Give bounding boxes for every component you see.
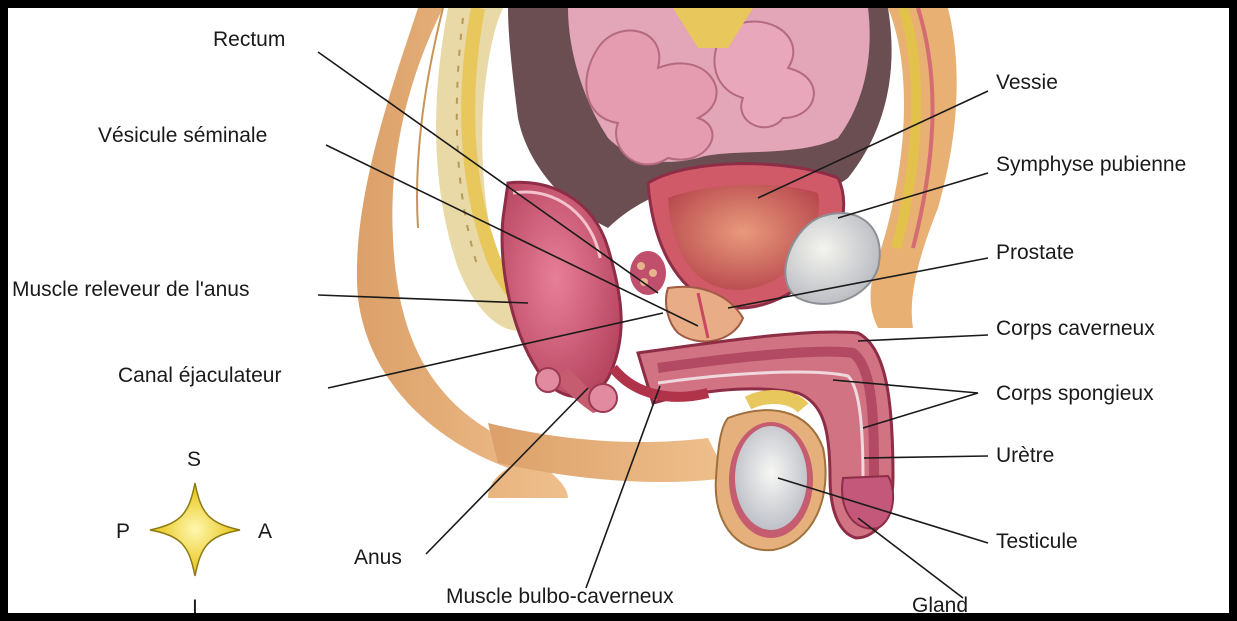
compass-inferior-label: I [192, 596, 198, 613]
label-symphyse: Symphyse pubienne [996, 153, 1186, 177]
label-vessie: Vessie [996, 71, 1058, 95]
label-corps-spongieux: Corps spongieux [996, 382, 1154, 406]
testicle [735, 426, 807, 530]
leader-bulbo [586, 386, 660, 588]
diagram-frame: Rectum Vésicule séminale Muscle releveur… [8, 8, 1229, 613]
label-corps-caverneux: Corps caverneux [996, 317, 1155, 341]
label-gland: Gland [912, 594, 968, 613]
seminal-vesicle [630, 251, 666, 295]
scrotum [716, 397, 826, 550]
compass-posterior-label: P [116, 520, 130, 544]
label-muscle-releveur: Muscle releveur de l'anus [12, 278, 249, 302]
compass-star-icon [150, 483, 240, 576]
compass-superior-label: S [187, 448, 201, 472]
label-vesicule-seminale: Vésicule séminale [98, 124, 267, 148]
leader-caverneux [858, 335, 988, 341]
compass-anterior-label: A [258, 520, 272, 544]
label-anus: Anus [354, 546, 402, 570]
label-canal-ejaculateur: Canal éjaculateur [118, 364, 281, 388]
anatomy-illustration [8, 8, 1229, 613]
label-testicule: Testicule [996, 530, 1078, 554]
label-muscle-bulbo: Muscle bulbo-caverneux [446, 585, 674, 609]
label-rectum: Rectum [213, 28, 285, 52]
label-prostate: Prostate [996, 241, 1074, 265]
label-uretre: Urètre [996, 444, 1054, 468]
